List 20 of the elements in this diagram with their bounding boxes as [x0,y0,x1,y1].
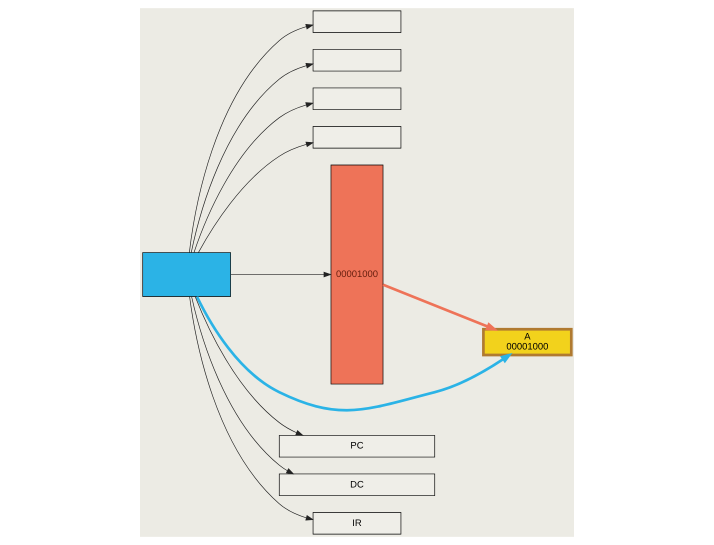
arrow [190,62,314,253]
node-box: 00001000 [330,164,384,384]
node-box: IR [312,512,402,534]
node-box [312,88,402,110]
arrow [230,272,332,278]
node-box [312,10,402,33]
node-box: PC [278,435,436,458]
node-box: A 00001000 [482,328,573,356]
node-box [312,126,402,148]
arrow [198,142,314,253]
arrow [194,102,314,253]
arrow [194,296,304,436]
arrow [189,24,314,253]
arrow [196,296,513,412]
arrow [191,296,294,474]
arrow [382,283,498,331]
node-box: DC [278,474,436,496]
node-box [312,49,402,72]
arrow [189,296,314,520]
node-box [142,252,231,297]
